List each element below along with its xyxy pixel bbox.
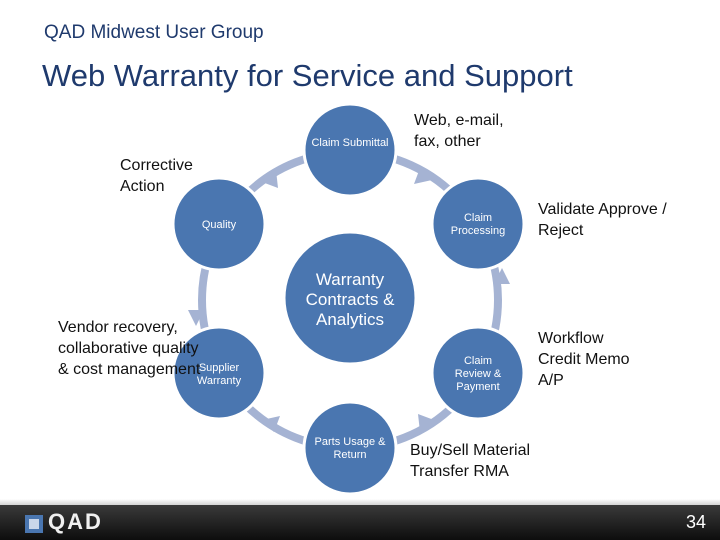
note-submittal: Web, e-mail, fax, other — [414, 112, 504, 150]
node-claim-processing — [430, 176, 526, 272]
note-review: Workflow Credit Memo A/P — [538, 330, 630, 389]
node-parts-usage — [302, 400, 398, 496]
footer-divider — [0, 499, 720, 505]
ring-arrow-icon — [262, 170, 278, 188]
node-claim-submittal-label: Claim Submittal — [311, 137, 389, 149]
note-quality: Corrective Action — [120, 157, 193, 195]
node-center — [282, 230, 418, 366]
footer-bar — [0, 505, 720, 540]
group-name: QAD Midwest User Group — [44, 22, 264, 43]
node-claim-submittal — [302, 102, 398, 198]
slide-title: Web Warranty for Service and Support — [42, 58, 573, 93]
qad-logo-icon — [25, 515, 43, 533]
node-supplier-warranty — [171, 325, 267, 421]
center-label: Warranty Contracts & Analytics — [305, 270, 395, 329]
note-supplier: Vendor recovery, collaborative quality &… — [58, 319, 201, 378]
node-claim-processing-label: Claim Processing — [450, 212, 506, 237]
ring-arrow-icon — [262, 416, 280, 432]
node-quality-label: Quality — [201, 219, 237, 231]
qad-logo-text: QAD — [48, 509, 103, 534]
node-claim-review — [430, 325, 526, 421]
node-supplier-warranty-label: Supplier Warranty — [196, 362, 242, 387]
note-parts: Buy/Sell Material Transfer RMA — [410, 442, 531, 480]
note-processing: Validate Approve / Reject — [538, 201, 667, 239]
node-parts-usage-label: Parts Usage & Return — [314, 436, 386, 461]
ring-arrow-icon — [494, 268, 510, 284]
node-claim-review-label: Claim Review & Payment — [454, 355, 502, 393]
ring-arrow-icon — [188, 310, 204, 326]
ring-arrow-icon — [418, 414, 434, 432]
ring-arrow-icon — [414, 168, 432, 184]
page-number: 34 — [685, 512, 706, 532]
node-quality — [171, 176, 267, 272]
